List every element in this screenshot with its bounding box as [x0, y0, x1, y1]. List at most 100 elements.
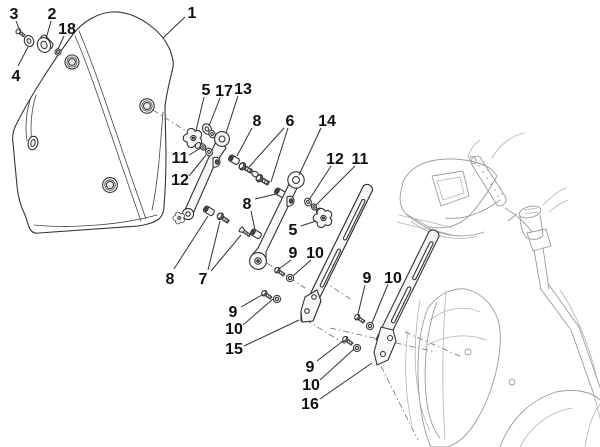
alignment-axis — [266, 262, 306, 289]
alignment-axis — [380, 365, 419, 441]
callout-1: 1 — [188, 5, 197, 22]
alignment-axis — [322, 280, 353, 301]
leader-line-10 — [319, 348, 355, 381]
screw-9 — [341, 334, 355, 347]
leader-line-12 — [188, 154, 207, 177]
callout-10: 10 — [306, 245, 324, 262]
callout-8: 8 — [243, 196, 252, 213]
washer-10 — [352, 343, 362, 353]
callout-17: 17 — [215, 83, 233, 100]
alignment-axis — [404, 331, 463, 358]
callout-11: 11 — [352, 151, 369, 168]
bracket-14 — [249, 171, 305, 270]
spacer-8-c — [249, 227, 263, 240]
leader-line-7 — [210, 234, 242, 272]
windshield-grommet — [139, 98, 155, 114]
spacer-8-a — [227, 153, 241, 166]
washer-4 — [23, 34, 35, 48]
spacer-8-d — [202, 204, 216, 217]
callout-15: 15 — [225, 341, 243, 358]
washer-10 — [272, 294, 282, 304]
callout-5: 5 — [202, 82, 211, 99]
callout-9: 9 — [306, 359, 315, 376]
leader-line-9 — [278, 259, 292, 270]
leader-line-3 — [15, 20, 21, 32]
callout-5: 5 — [289, 222, 298, 239]
leader-line-4 — [17, 46, 29, 67]
callout-8: 8 — [166, 271, 175, 288]
screw-7-b — [238, 226, 252, 237]
callout-9: 9 — [229, 304, 238, 321]
windshield-grommet — [27, 135, 39, 151]
callout-9: 9 — [289, 245, 298, 262]
leader-line-2 — [45, 20, 52, 40]
washer-10 — [365, 321, 375, 331]
washers-17 — [202, 123, 216, 139]
leader-line-5 — [300, 220, 317, 227]
callout-12: 12 — [326, 151, 344, 168]
windshield-grommet — [102, 177, 118, 193]
callout-9: 9 — [363, 270, 372, 287]
callout-13: 13 — [234, 81, 252, 98]
callout-2: 2 — [48, 6, 57, 23]
nut-18 — [54, 48, 62, 56]
callout-6: 6 — [286, 113, 295, 130]
callout-14: 14 — [318, 113, 336, 130]
leader-line-5 — [195, 96, 205, 132]
washers-12-11-right — [304, 197, 318, 211]
callout-3: 3 — [10, 6, 19, 23]
callout-7: 7 — [199, 271, 208, 288]
screw-9 — [260, 288, 274, 301]
callout-16: 16 — [301, 396, 319, 413]
screw-6-a — [237, 160, 254, 176]
leader-line-14 — [298, 127, 322, 176]
leader-line-17 — [208, 97, 221, 127]
callout-8: 8 — [253, 113, 262, 130]
leader-line-1 — [162, 16, 186, 39]
clamp-knob-13 — [172, 211, 185, 225]
knob-5-right — [312, 207, 333, 229]
leader-line-11 — [315, 165, 356, 206]
alignment-axis — [305, 319, 346, 345]
leader-line-7 — [207, 220, 221, 271]
windshield-grommet — [64, 54, 80, 70]
leader-line-8 — [173, 215, 209, 270]
windshield-crease — [78, 30, 147, 220]
knob-5-left — [182, 127, 203, 149]
bracket-15 — [300, 183, 374, 323]
leader-line-6 — [270, 127, 289, 183]
leader-line-13 — [225, 95, 239, 134]
callout-10: 10 — [302, 377, 320, 394]
leader-line-8 — [236, 127, 253, 157]
grip-dimples — [478, 163, 503, 197]
washers-11-12-left — [199, 143, 213, 157]
leader-line-12 — [308, 165, 332, 201]
leader-line-9 — [357, 284, 366, 315]
bracket-13 — [181, 131, 230, 221]
leader-line-18 — [57, 35, 65, 50]
callout-11: 11 — [172, 150, 189, 167]
leader-line-8 — [250, 210, 256, 231]
leader-line-9 — [316, 340, 344, 362]
leader-line-6 — [248, 127, 285, 168]
callout-10: 10 — [225, 321, 243, 338]
screw-6-b — [254, 172, 271, 188]
callout-18: 18 — [58, 21, 76, 38]
alignment-axis — [152, 109, 187, 132]
leader-line-11 — [188, 147, 202, 156]
spacer-2 — [36, 34, 54, 53]
bracket-16 — [373, 229, 440, 366]
callout-12: 12 — [171, 172, 189, 189]
screw-9 — [353, 312, 367, 325]
leader-line-8 — [254, 193, 277, 200]
screw-7-a — [215, 211, 231, 226]
windshield — [12, 11, 174, 234]
washer-10 — [285, 273, 295, 283]
callout-10: 10 — [384, 270, 402, 287]
screw-3 — [15, 28, 26, 38]
leader-line-10 — [371, 283, 389, 324]
callout-4: 4 — [12, 68, 21, 85]
